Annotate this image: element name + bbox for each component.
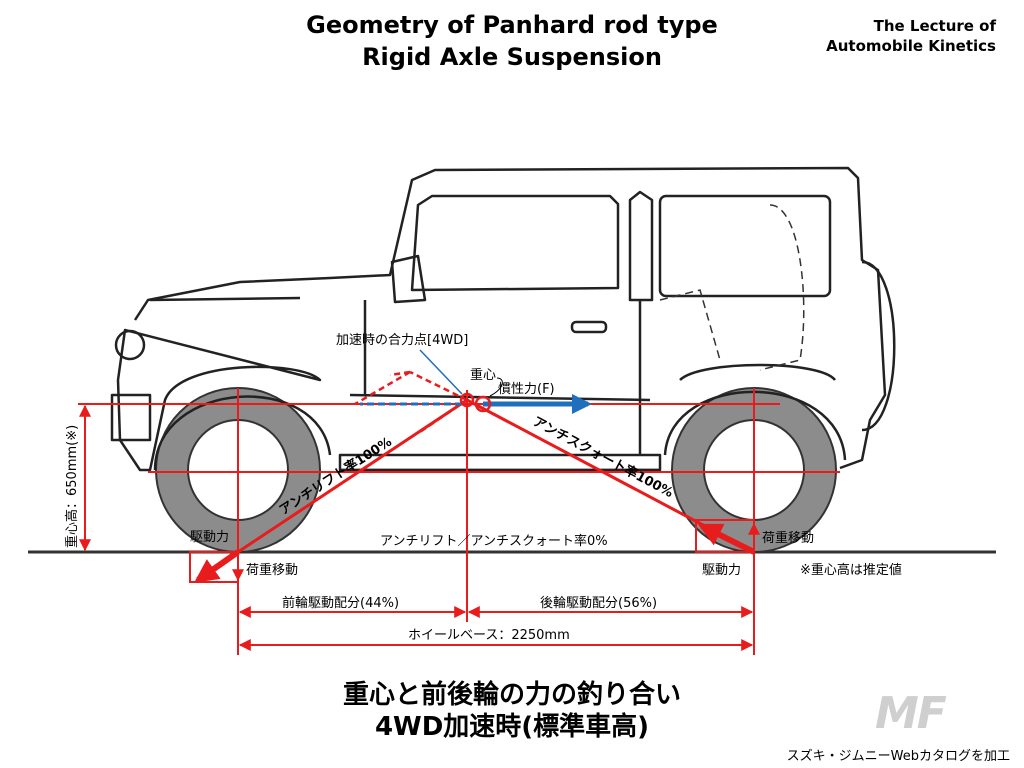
front-resultant-arrow [194,549,240,583]
lecture-line2: Automobile Kinetics [826,37,996,55]
anti-squat-label: アンチスクォート率100% [530,413,676,501]
watermark-logo: MF [875,688,947,739]
rear-share-label: 後輪駆動配分(56%) [540,596,658,611]
title-line2: Rigid Axle Suspension [362,43,662,71]
front-load-transfer-label: 荷重移動 [246,563,299,578]
rear-resultant-arrow [697,523,756,555]
resultant-point-label: 加速時の合力点[4WD] [336,333,469,348]
cog-height-label: 重心高：650mm(※) [64,425,80,548]
force-triangle [354,370,468,434]
front-drive-force-label: 駆動力 [190,530,230,545]
zero-rate-label: アンチリフト／アンチスクォート率0% [380,534,608,549]
caption-line2: 4WD加速時(標準車高) [374,712,650,742]
resultant-point-marker [459,392,475,408]
front-share-label: 前輪駆動配分(44%) [282,596,400,611]
rear-load-transfer-label: 荷重移動 [762,531,815,546]
cog-label: 重心 [470,368,497,383]
credit-text: スズキ・ジムニーWebカタログを加工 [786,749,1010,764]
lecture-line1: The Lecture of [873,17,996,35]
cog-leader [489,377,503,397]
cog-marker [474,395,492,413]
inertia-label: 慣性力(F) [498,382,555,397]
caption-line1: 重心と前後輪の力の釣り合い [342,680,681,710]
title-line1: Geometry of Panhard rod type [306,11,718,39]
estimate-note: ※重心高は推定値 [800,563,902,578]
axle-lines [237,388,755,655]
wheelbase-label: ホイールベース：2250mm [408,628,570,643]
resultant-leader [419,349,463,395]
rear-drive-force-label: 駆動力 [702,563,742,578]
dashed-interior [659,204,805,371]
